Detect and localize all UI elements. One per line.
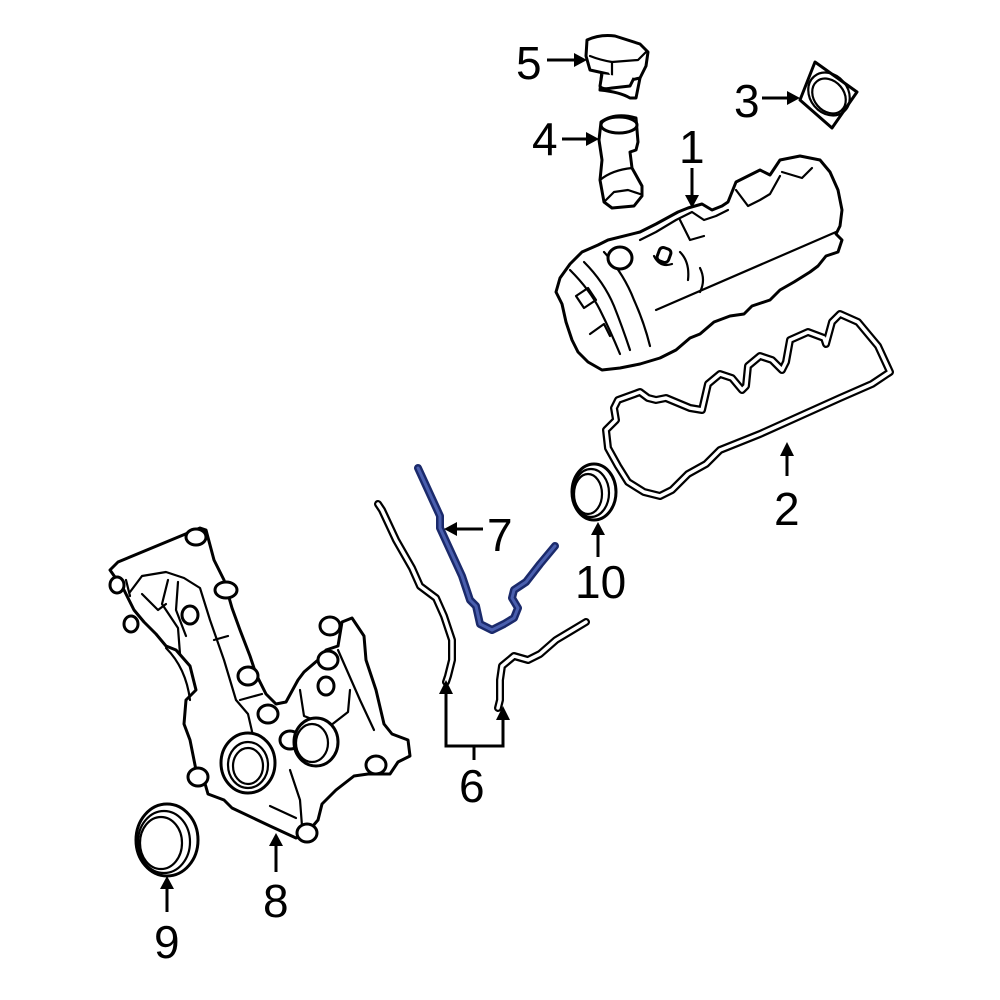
- callout-label-2: 2: [774, 483, 800, 535]
- callout-label-3: 3: [734, 75, 760, 127]
- callout-label-9: 9: [154, 916, 180, 968]
- camshaft-seal-part[interactable]: [570, 462, 618, 522]
- oil-filler-tube-part[interactable]: [597, 114, 644, 210]
- callout-5: 5: [516, 37, 587, 89]
- callout-label-6: 6: [459, 760, 485, 812]
- callout-6: 6: [439, 680, 510, 812]
- valve-cover-part[interactable]: [554, 154, 844, 372]
- callout-label-1: 1: [679, 121, 705, 173]
- callout-4: 4: [532, 113, 599, 165]
- timing-cover-gaskets-part[interactable]: [374, 500, 590, 712]
- callout-7: 7: [444, 509, 513, 561]
- callout-label-7: 7: [487, 509, 513, 561]
- callout-10: 10: [575, 522, 626, 608]
- front-crank-seal-part[interactable]: [134, 802, 200, 878]
- callout-label-4: 4: [532, 113, 558, 165]
- callout-9: 9: [154, 876, 180, 968]
- callout-3: 3: [734, 75, 800, 127]
- callout-label-8: 8: [263, 875, 289, 927]
- pcv-grommet-part[interactable]: [798, 60, 859, 130]
- valve-cover-gasket-part[interactable]: [602, 310, 894, 500]
- callout-label-10: 10: [575, 556, 626, 608]
- callout-label-5: 5: [516, 37, 542, 89]
- callout-1: 1: [679, 121, 705, 208]
- timing-cover-gasket-highlighted-part[interactable]: [414, 464, 559, 634]
- callout-8: 8: [263, 833, 289, 927]
- callout-2: 2: [774, 442, 800, 535]
- oil-filler-cap-part[interactable]: [584, 34, 650, 100]
- timing-cover-part[interactable]: [108, 526, 412, 844]
